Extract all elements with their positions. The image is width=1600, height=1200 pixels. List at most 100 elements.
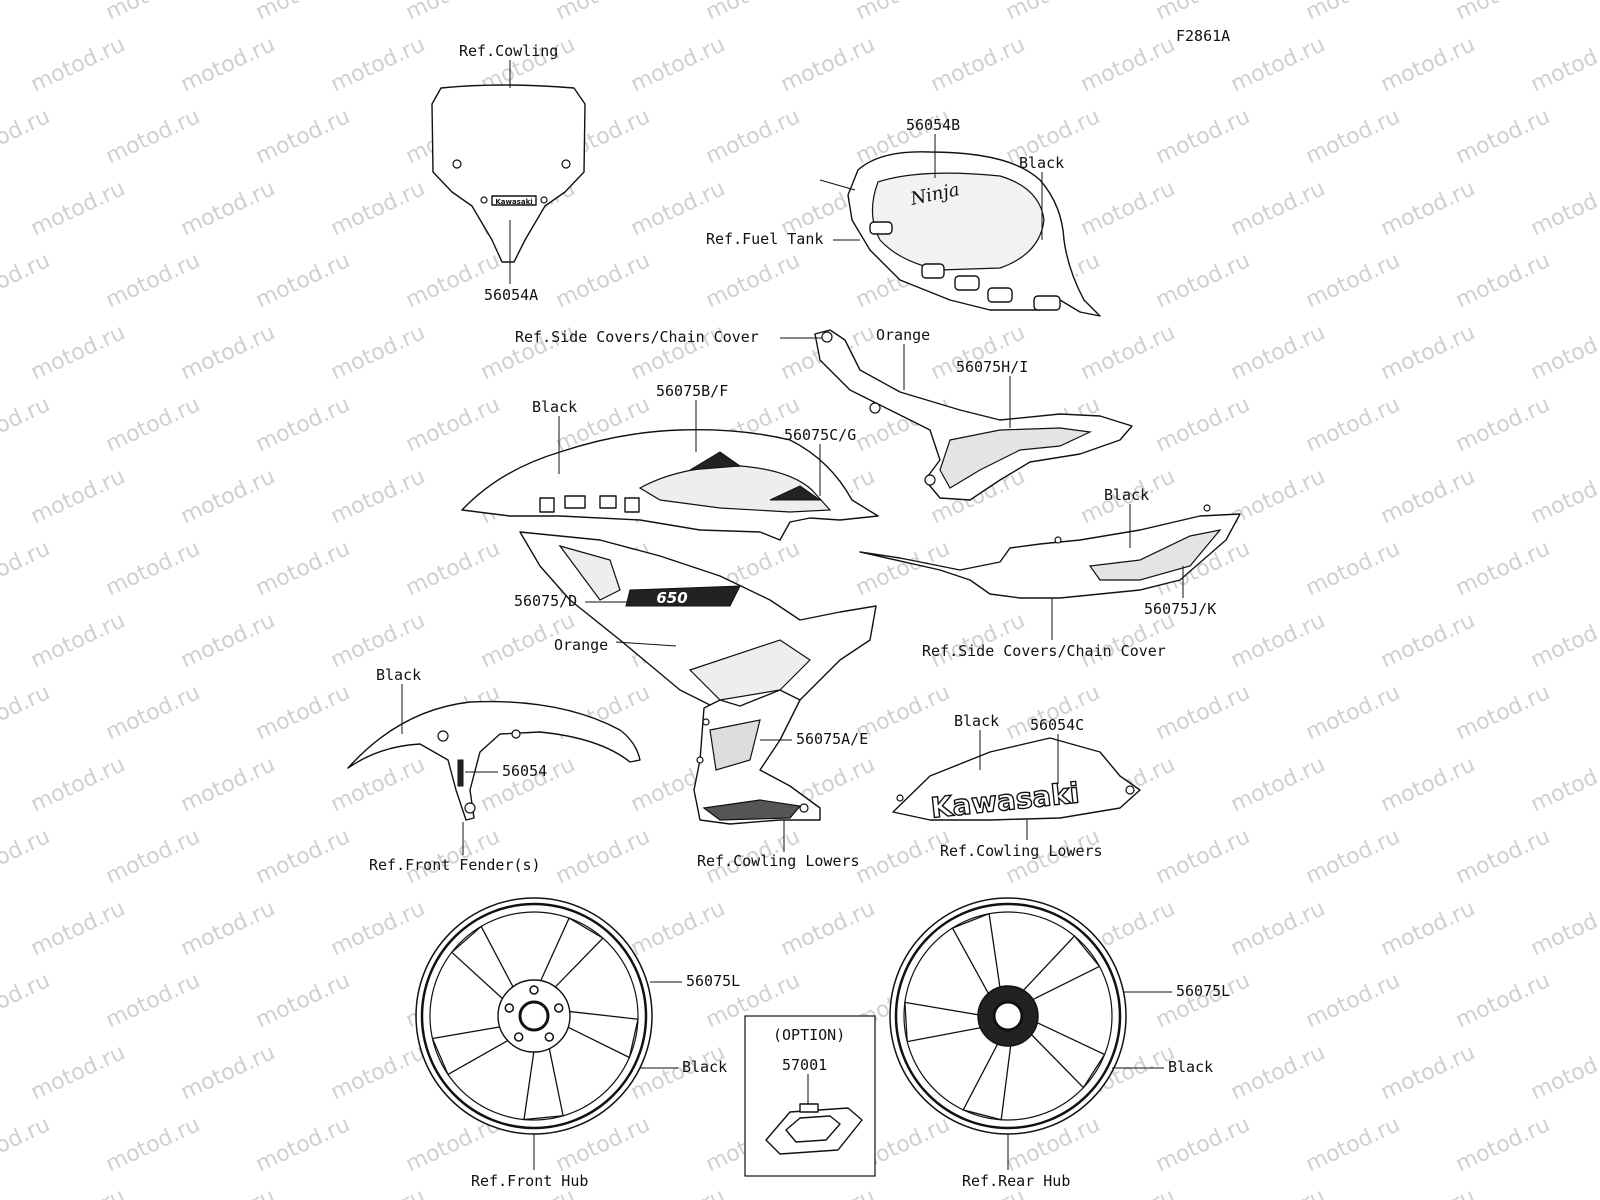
label-56075L-front: 56075L	[686, 972, 740, 990]
hub-bolt	[504, 1003, 515, 1013]
watermark-text: motod.ru	[1377, 608, 1479, 673]
watermark-text: motod.ru	[1227, 464, 1329, 529]
rear-side-cover-upper[interactable]	[814, 329, 1133, 501]
option-part-57001[interactable]	[765, 1103, 863, 1155]
watermark-text: motod.ru	[1527, 1040, 1600, 1105]
watermark-text: motod.ru	[27, 608, 129, 673]
watermark-text: motod.ru	[0, 680, 54, 745]
watermark-text: motod.ru	[27, 320, 129, 385]
watermark-text: motod.ru	[252, 104, 354, 169]
label-ref-front-hub: Ref.Front Hub	[471, 1172, 588, 1190]
watermark-text: motod.ru	[327, 320, 429, 385]
label-orange-side: Orange	[876, 326, 930, 344]
rear-wheel[interactable]	[889, 897, 1127, 1135]
watermark-text: motod.ru	[0, 0, 54, 25]
watermark-text: motod.ru	[1452, 392, 1554, 457]
label-56075AE: 56075A/E	[796, 730, 868, 748]
watermark-text: motod.ru	[102, 248, 204, 313]
label-56054B: 56054B	[906, 116, 960, 134]
label-black-front-wheel: Black	[682, 1058, 727, 1076]
watermark-text: motod.ru	[252, 0, 354, 25]
watermark-text: motod.ru	[252, 824, 354, 889]
watermark-text: motod.ru	[1302, 968, 1404, 1033]
fuel-tank[interactable]: Ninja	[819, 151, 1101, 317]
watermark-text: motod.ru	[327, 464, 429, 529]
watermark-text: motod.ru	[1452, 0, 1554, 25]
watermark-text: motod.ru	[627, 896, 729, 961]
label-black-fender: Black	[376, 666, 421, 684]
windscreen-logo-text: Kawasaki	[495, 198, 532, 206]
watermark-text: motod.ru	[1452, 680, 1554, 745]
watermark-text: motod.ru	[102, 0, 204, 25]
watermark-text: motod.ru	[1077, 32, 1179, 97]
watermark-text: motod.ru	[252, 392, 354, 457]
watermark-text: motod.ru	[1527, 752, 1600, 817]
hub-bolt	[544, 1032, 555, 1042]
watermark-text: motod.ru	[1527, 32, 1600, 97]
watermark-text: motod.ru	[1302, 1112, 1404, 1177]
cowling-lower-right[interactable]: Kawasaki	[892, 737, 1141, 825]
watermark-text: motod.ru	[1527, 896, 1600, 961]
watermark-text: motod.ru	[1377, 176, 1479, 241]
hub-bolt	[553, 1003, 564, 1013]
cowling-lower-left[interactable]	[693, 689, 821, 825]
watermark-text: motod.ru	[177, 752, 279, 817]
watermark-text: motod.ru	[327, 608, 429, 673]
watermark-text: motod.ru	[177, 32, 279, 97]
watermark-text: motod.ru	[1377, 464, 1479, 529]
label-56075CG: 56075C/G	[784, 426, 856, 444]
windscreen[interactable]: Kawasaki	[431, 84, 586, 263]
watermark-text: motod.ru	[177, 608, 279, 673]
watermark-text: motod.ru	[102, 392, 204, 457]
watermark-text: motod.ru	[1452, 1112, 1554, 1177]
label-black-tank: Black	[1019, 154, 1064, 172]
watermark-text: motod.ru	[1302, 680, 1404, 745]
front-fender[interactable]	[347, 700, 641, 821]
label-option: (OPTION)	[773, 1026, 845, 1044]
watermark-text: motod.ru	[1152, 1112, 1254, 1177]
watermark-text: motod.ru	[1077, 320, 1179, 385]
watermark-text: motod.ru	[1527, 464, 1600, 529]
watermark-text: motod.ru	[1152, 0, 1254, 25]
watermark-text: motod.ru	[177, 176, 279, 241]
watermark-text: motod.ru	[702, 248, 804, 313]
watermark-text: motod.ru	[177, 464, 279, 529]
watermark-text: motod.ru	[1302, 248, 1404, 313]
watermark-text: motod.ru	[0, 1112, 54, 1177]
watermark-text: motod.ru	[852, 824, 954, 889]
watermark-text: motod.ru	[252, 536, 354, 601]
watermark-text: motod.ru	[1152, 248, 1254, 313]
front-wheel[interactable]	[415, 897, 653, 1135]
watermark-text: motod.ru	[27, 464, 129, 529]
watermark-text: motod.ru	[252, 680, 354, 745]
watermark-text: motod.ru	[1077, 176, 1179, 241]
watermark-text: motod.ru	[1377, 32, 1479, 97]
watermark-text: motod.ru	[1227, 320, 1329, 385]
watermark-text: motod.ru	[1152, 392, 1254, 457]
front-wheel-spokes	[431, 917, 639, 1121]
watermark-text: motod.ru	[327, 1184, 429, 1200]
watermark-text: motod.ru	[1527, 1184, 1600, 1200]
watermark-text: motod.ru	[402, 536, 504, 601]
label-ref-rear-hub: Ref.Rear Hub	[962, 1172, 1070, 1190]
rear-wheel-spokes	[904, 912, 1106, 1121]
watermark-text: motod.ru	[1002, 0, 1104, 25]
side-fairing-main[interactable]: 650	[519, 531, 877, 721]
windscreen-decal	[491, 195, 537, 206]
watermark-text: motod.ru	[1302, 104, 1404, 169]
label-ref-cowling-lowers-right: Ref.Cowling Lowers	[940, 842, 1103, 860]
label-black-upper: Black	[532, 398, 577, 416]
rear-tail-cover[interactable]	[859, 504, 1241, 599]
label-ref-front-fender: Ref.Front Fender(s)	[369, 856, 541, 874]
watermark-text: motod.ru	[1302, 536, 1404, 601]
watermark-text: motod.ru	[1377, 896, 1479, 961]
watermark-text: motod.ru	[1227, 896, 1329, 961]
watermark-text: motod.ru	[1452, 968, 1554, 1033]
side-fairing-upper[interactable]	[461, 429, 879, 541]
watermark-text: motod.ru	[1077, 1184, 1179, 1200]
hub-bolt	[529, 985, 539, 995]
label-orange-lower: Orange	[554, 636, 608, 654]
front-hub-bolts	[504, 985, 564, 1042]
watermark-text: motod.ru	[1227, 1040, 1329, 1105]
label-56075HI: 56075H/I	[956, 358, 1028, 376]
